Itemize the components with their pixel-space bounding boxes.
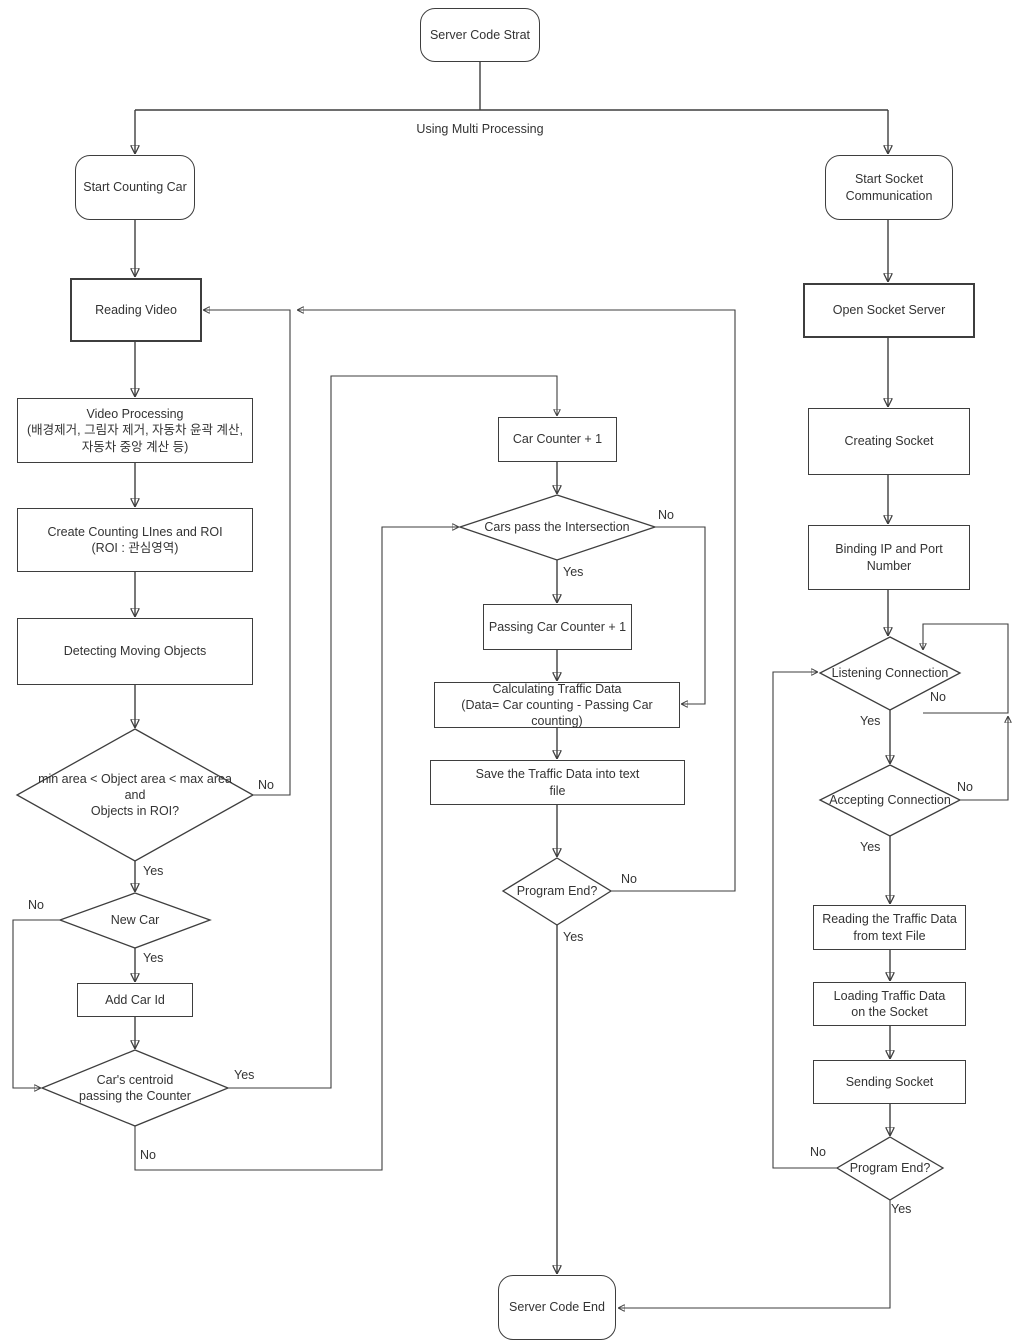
edge-centroid-yes bbox=[228, 375, 557, 1089]
node-start-counting-car: Start Counting Car bbox=[75, 155, 195, 220]
node-server-code-end: Server Code End bbox=[498, 1275, 616, 1340]
edge-label-centroid-no: No bbox=[140, 1148, 156, 1162]
node-calculating-traffic-data: Calculating Traffic Data (Data= Car coun… bbox=[434, 682, 680, 728]
edge-label-accepting-yes: Yes bbox=[860, 840, 881, 854]
edge-label-minarea-yes: Yes bbox=[143, 864, 164, 878]
edge-label-programend-right-yes: Yes bbox=[891, 1202, 912, 1216]
node-add-car-id: Add Car Id bbox=[77, 983, 193, 1017]
edge-accepting-no-loop bbox=[960, 716, 1008, 801]
diamond-program-end-right-shape bbox=[835, 1136, 945, 1201]
diamond-min-area-label: min area < Object area < max area and Ob… bbox=[38, 771, 232, 819]
diamond-listening-label: Listening Connection bbox=[831, 665, 949, 680]
edge-label-listening-yes: Yes bbox=[860, 714, 881, 728]
diamond-listening-shape bbox=[818, 636, 962, 711]
node-server-code-start: Server Code Strat bbox=[420, 8, 540, 62]
edge-label-centroid-yes: Yes bbox=[234, 1068, 255, 1082]
diamond-accepting-label: Accepting Connection bbox=[829, 792, 951, 807]
edge-centroid-no bbox=[134, 527, 459, 1171]
node-open-socket-server: Open Socket Server bbox=[803, 283, 975, 338]
edge-label-newcar-yes: Yes bbox=[143, 951, 164, 965]
node-detecting-moving-objects: Detecting Moving Objects bbox=[17, 618, 253, 685]
edge-label-listening-no: No bbox=[930, 690, 946, 704]
node-sending-socket: Sending Socket bbox=[813, 1060, 966, 1104]
edge-start-split bbox=[135, 62, 888, 111]
edge-carspass-no bbox=[655, 526, 706, 704]
diamond-car-centroid-label: Car's centroid passing the Counter bbox=[79, 1072, 191, 1103]
diamond-min-area-shape bbox=[15, 728, 255, 862]
diamond-accepting-shape bbox=[818, 764, 962, 837]
node-car-counter: Car Counter + 1 bbox=[498, 417, 617, 462]
diamond-program-end-center-label: Program End? bbox=[516, 883, 598, 898]
edge-label-programend-center-no: No bbox=[621, 872, 637, 886]
node-passing-car-counter: Passing Car Counter + 1 bbox=[483, 604, 632, 650]
diamond-program-end-center-shape bbox=[501, 857, 613, 926]
node-loading-traffic-data: Loading Traffic Data on the Socket bbox=[813, 982, 966, 1026]
edge-label-minarea-no: No bbox=[258, 778, 274, 792]
node-reading-traffic-data: Reading the Traffic Data from text File bbox=[813, 905, 966, 950]
edge-label-programend-right-no: No bbox=[810, 1145, 826, 1159]
edge-programend-center-no-loop bbox=[297, 310, 736, 892]
edge-programend-right-no-loop bbox=[772, 672, 837, 1169]
edge-label-programend-center-yes: Yes bbox=[563, 930, 584, 944]
diamond-new-car-shape bbox=[58, 892, 212, 949]
node-creating-socket: Creating Socket bbox=[808, 408, 970, 475]
node-video-processing: Video Processing (배경제거, 그림자 제거, 자동차 윤곽 계… bbox=[17, 398, 253, 463]
diamond-program-end-right-label: Program End? bbox=[849, 1160, 931, 1175]
edge-minarea-no-loop bbox=[203, 310, 291, 796]
edge-label-multiprocessing: Using Multi Processing bbox=[416, 122, 544, 136]
node-reading-video: Reading Video bbox=[70, 278, 202, 342]
diamond-new-car-label: New Car bbox=[110, 912, 160, 927]
edge-programend-right-yes bbox=[618, 1200, 891, 1308]
node-start-socket-communication: Start Socket Communication bbox=[825, 155, 953, 220]
edge-newcar-no bbox=[12, 919, 60, 1088]
edge-label-accepting-no: No bbox=[957, 780, 973, 794]
diamond-cars-pass-shape bbox=[457, 494, 658, 561]
edge-label-carspass-no: No bbox=[658, 508, 674, 522]
node-create-counting-lines: Create Counting LInes and ROI (ROI : 관심영… bbox=[17, 508, 253, 572]
edge-label-newcar-no: No bbox=[28, 898, 44, 912]
edge-listening-no-loop bbox=[923, 623, 1009, 714]
node-save-traffic-data: Save the Traffic Data into text file bbox=[430, 760, 685, 805]
diamond-car-centroid-shape bbox=[40, 1049, 230, 1127]
diamond-cars-pass-label: Cars pass the Intersection bbox=[484, 519, 630, 534]
node-binding-ip-port: Binding IP and Port Number bbox=[808, 525, 970, 590]
edge-label-carspass-yes: Yes bbox=[563, 565, 584, 579]
